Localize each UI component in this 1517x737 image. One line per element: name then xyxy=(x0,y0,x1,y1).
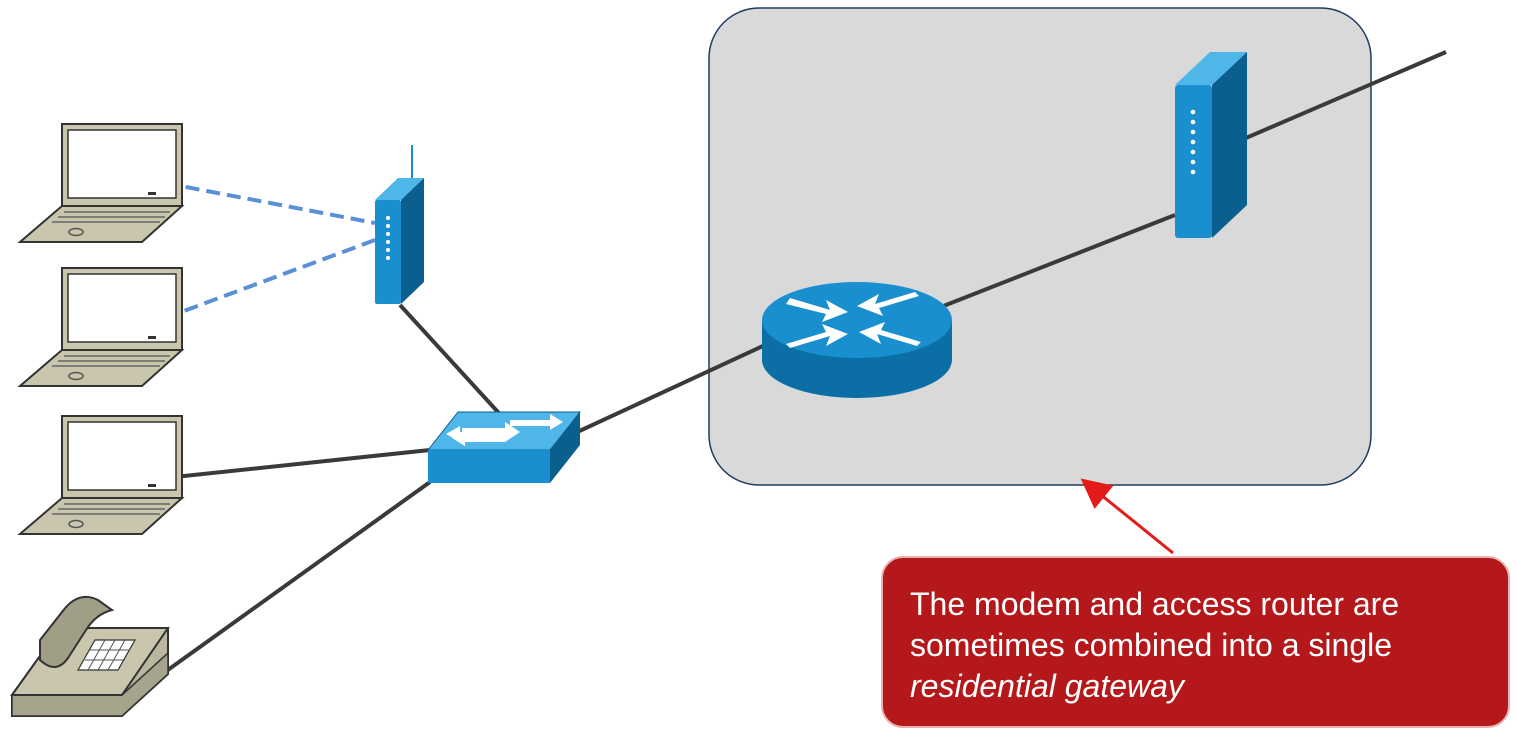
callout-line-1: The modem and access router are xyxy=(910,586,1400,622)
wireless-access-point-icon xyxy=(375,145,424,304)
link-router-to-modem xyxy=(917,213,1176,318)
callout-line-3: residential gateway xyxy=(910,668,1184,704)
links xyxy=(163,50,1447,674)
laptop-icon xyxy=(17,123,185,243)
link-ap-to-switch xyxy=(398,303,510,425)
residential-gateway-box xyxy=(708,7,1372,486)
link-modem-to-internet xyxy=(1217,50,1447,152)
link-switch-to-router xyxy=(559,343,766,442)
laptop-icon xyxy=(17,415,185,535)
switch-icon xyxy=(426,411,582,483)
residential-gateway-callout: The modem and access router are sometime… xyxy=(881,556,1510,728)
link-laptop-3-to-switch xyxy=(164,448,431,480)
callout-pointer-arrow xyxy=(1080,478,1174,555)
wireless-link-laptop-1 xyxy=(164,181,376,225)
wireless-link-laptop-2 xyxy=(164,238,376,320)
laptop-icon xyxy=(17,267,185,387)
callout-line-2: sometimes combined into a single xyxy=(910,627,1393,663)
telephone-icon xyxy=(10,596,170,717)
link-phone-to-switch xyxy=(163,480,432,674)
modem-icon xyxy=(1175,52,1247,238)
router-icon xyxy=(762,282,952,398)
